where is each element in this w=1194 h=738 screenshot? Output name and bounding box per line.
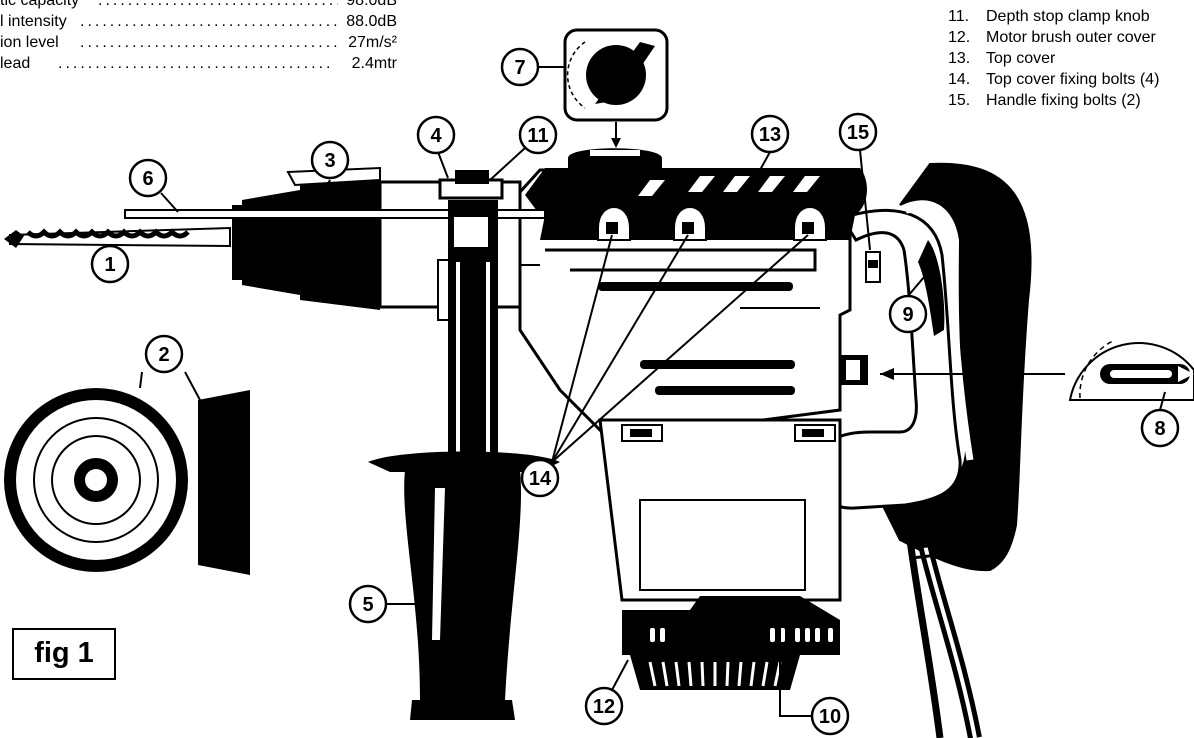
part-label: Depth stop clamp knob xyxy=(986,8,1150,25)
part-label: Top cover xyxy=(986,50,1056,67)
callout-number: 4 xyxy=(430,125,442,147)
callout-number: 14 xyxy=(529,468,552,490)
spec-leader: ........................................… xyxy=(98,0,338,9)
spec-label: ion level xyxy=(0,34,59,51)
part-number: 11. xyxy=(948,8,970,25)
callout-number: 2 xyxy=(158,344,169,366)
spec-leader: ........................................… xyxy=(80,35,338,51)
callout-5: 5 xyxy=(348,584,388,624)
callout-number: 15 xyxy=(847,122,869,144)
spec-leader: ........................................… xyxy=(80,14,338,30)
spec-value: 98.0dB xyxy=(346,0,397,9)
callout-number: 8 xyxy=(1154,418,1165,440)
spec-label: tic capacity xyxy=(0,0,80,9)
callout-7: 7 xyxy=(500,47,540,87)
callout-1: 1 xyxy=(90,244,130,284)
spec-value: 88.0dB xyxy=(346,13,397,30)
callout-15: 15 xyxy=(838,112,878,152)
power-cable xyxy=(906,539,982,738)
callout-3: 3 xyxy=(310,140,350,180)
spec-row: lead ...................................… xyxy=(0,56,397,74)
callout-number: 13 xyxy=(759,124,781,146)
callout-6: 6 xyxy=(128,158,168,198)
callout-12: 12 xyxy=(584,686,624,726)
part-number: 12. xyxy=(948,29,971,46)
dust-cup xyxy=(4,388,250,575)
callout-number: 7 xyxy=(514,57,525,79)
part-number: 14. xyxy=(948,71,971,88)
callout-number: 9 xyxy=(902,304,913,326)
callout-number: 12 xyxy=(593,696,615,718)
callout-13: 13 xyxy=(750,114,790,154)
spec-row: l intensity ............................… xyxy=(0,14,397,32)
callout-number: 6 xyxy=(142,168,153,190)
spec-value: 27m/s² xyxy=(348,34,397,51)
callout-2: 2 xyxy=(144,334,184,374)
switch-inset xyxy=(880,339,1194,401)
callout-9: 9 xyxy=(888,294,928,334)
callout-number: 11 xyxy=(527,125,548,147)
part-label: Top cover fixing bolts (4) xyxy=(986,71,1160,88)
drill-body xyxy=(518,148,881,442)
callout-number: 5 xyxy=(362,594,373,616)
part-number: 15. xyxy=(948,92,971,109)
spec-value: 2.4mtr xyxy=(351,55,397,72)
callout-8: 8 xyxy=(1140,408,1180,448)
callout-10: 10 xyxy=(810,696,850,736)
spec-row: tic capacity ...........................… xyxy=(0,0,397,11)
callout-number: 10 xyxy=(819,706,841,728)
part-label: Handle fixing bolts (2) xyxy=(986,92,1141,109)
side-handle xyxy=(368,170,560,720)
callout-14: 14 xyxy=(520,458,560,498)
callout-11: 11 xyxy=(518,115,558,155)
spec-leader: ........................................… xyxy=(58,56,334,72)
rear-handle xyxy=(816,162,1032,572)
part-label: Motor brush outer cover xyxy=(986,29,1156,46)
callout-4: 4 xyxy=(416,115,456,155)
part-number: 13. xyxy=(948,50,971,67)
motor-housing xyxy=(598,418,842,690)
leader-lines xyxy=(109,66,1166,717)
callout-number: 1 xyxy=(104,254,115,276)
spec-row: ion level ..............................… xyxy=(0,35,397,53)
spec-label: l intensity xyxy=(0,13,67,30)
figure-label: fig 1 xyxy=(12,628,116,680)
mode-selector-inset xyxy=(563,28,669,148)
spec-label: lead xyxy=(0,55,31,72)
callout-number: 3 xyxy=(324,150,335,172)
callouts: 1 2 3 4 5 6 7 8 9 10 11 12 13 14 15 xyxy=(90,47,1180,736)
